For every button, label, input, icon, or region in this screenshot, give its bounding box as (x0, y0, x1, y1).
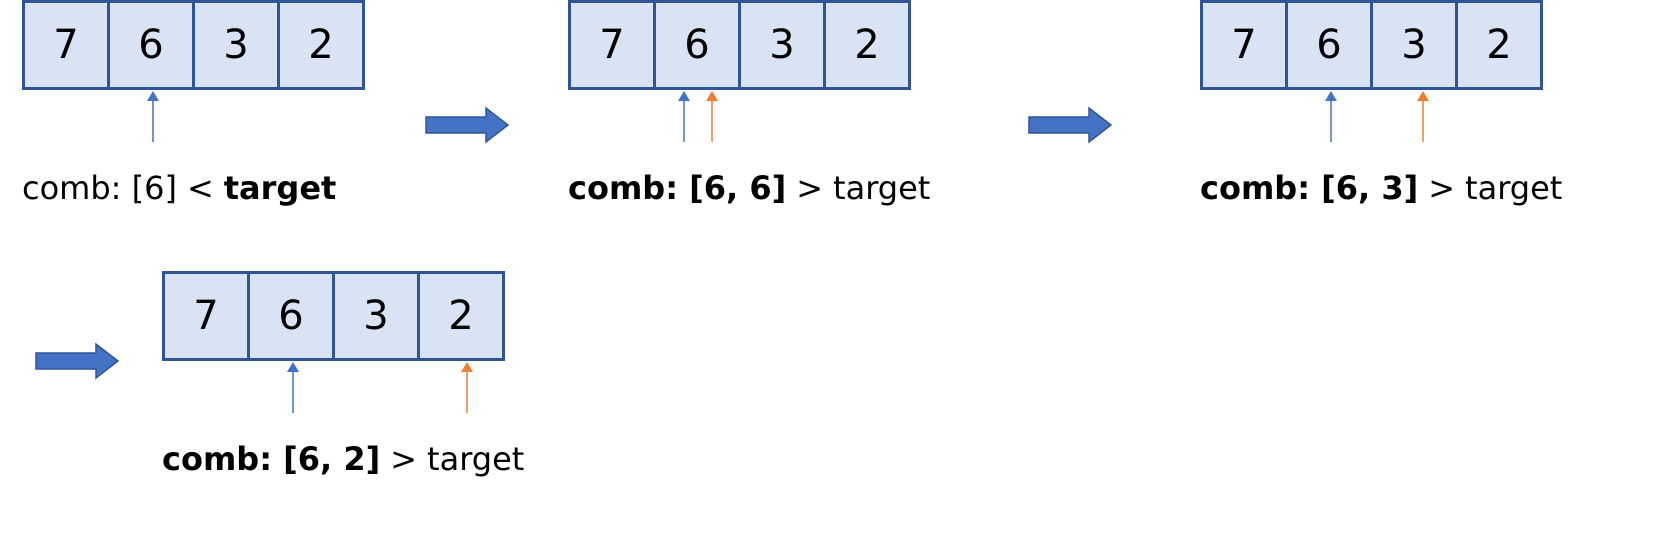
comb-label: comb: [6, 6] (568, 169, 787, 207)
comparison-operator: > (390, 440, 418, 478)
flow-arrow-right-icon (35, 342, 120, 380)
array-cell: 6 (247, 271, 335, 361)
array-cell: 3 (738, 0, 826, 90)
array-cells: 7 6 3 2 (22, 0, 365, 90)
pointer-arrow-orange (461, 362, 473, 413)
flow-arrow-right-icon (1028, 106, 1113, 144)
array-cell: 6 (1285, 0, 1373, 90)
target-label: target (833, 169, 931, 207)
pointer-arrow-blue (678, 91, 690, 142)
pointer-arrow-orange (1417, 91, 1429, 142)
comb-caption: comb: [6, 2]>target (162, 439, 524, 479)
comb-label: comb: [6, 2] (162, 440, 381, 478)
target-label: target (1465, 169, 1563, 207)
flow-arrow-right-icon (425, 106, 510, 144)
array-cells: 7 6 3 2 (162, 271, 505, 361)
comparison-operator: > (796, 169, 824, 207)
step-panel-1: 7 6 3 2 comb: [6]<target (22, 0, 382, 215)
comb-caption: comb: [6]<target (22, 168, 336, 208)
array-cell: 2 (417, 271, 505, 361)
pointer-arrow-blue (147, 91, 159, 142)
array-cell: 7 (22, 0, 110, 90)
array-cell: 7 (1200, 0, 1288, 90)
target-label: target (223, 169, 337, 207)
comb-label: comb: [6] (22, 169, 177, 207)
step-panel-4: 7 6 3 2 comb: [6, 2]>target (162, 271, 524, 486)
array-cell: 7 (162, 271, 250, 361)
target-label: target (427, 440, 525, 478)
array-cell: 2 (823, 0, 911, 90)
comparison-operator: > (1428, 169, 1456, 207)
array-cell: 3 (332, 271, 420, 361)
array-cell: 6 (107, 0, 195, 90)
array-cells: 7 6 3 2 (1200, 0, 1543, 90)
comparison-operator: < (186, 169, 214, 207)
step-panel-2: 7 6 3 2 comb: [6, 6]>target (568, 0, 930, 215)
array-cell: 7 (568, 0, 656, 90)
array-cell: 6 (653, 0, 741, 90)
comb-label: comb: [6, 3] (1200, 169, 1419, 207)
step-panel-3: 7 6 3 2 comb: [6, 3]>target (1200, 0, 1562, 215)
comb-caption: comb: [6, 3]>target (1200, 168, 1562, 208)
array-cell: 3 (1370, 0, 1458, 90)
array-cell: 2 (277, 0, 365, 90)
array-cells: 7 6 3 2 (568, 0, 911, 90)
pointer-arrow-orange (706, 91, 718, 142)
comb-caption: comb: [6, 6]>target (568, 168, 930, 208)
array-cell: 3 (192, 0, 280, 90)
array-cell: 2 (1455, 0, 1543, 90)
pointer-arrow-blue (287, 362, 299, 413)
pointer-arrow-blue (1325, 91, 1337, 142)
